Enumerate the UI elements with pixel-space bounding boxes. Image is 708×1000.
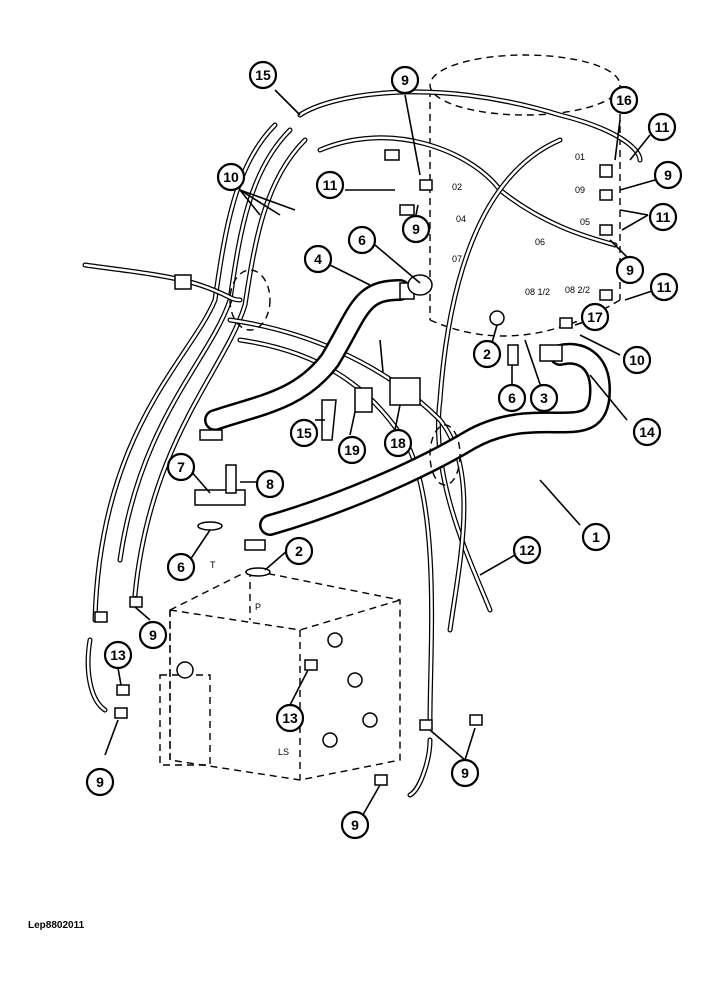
figure-reference: Lep8802011 [28, 920, 85, 931]
svg-text:9: 9 [351, 817, 359, 833]
svg-text:3: 3 [540, 390, 548, 406]
svg-text:10: 10 [223, 169, 239, 185]
port-06: 06 [535, 237, 545, 247]
callout-1: 1 [581, 522, 611, 552]
callout-15-top: 15 [248, 60, 278, 90]
svg-text:12: 12 [519, 542, 535, 558]
callout-9-f: 9 [85, 767, 115, 797]
svg-text:11: 11 [656, 209, 671, 225]
port-labels: 01 02 04 05 06 07 08 1/2 08 2/2 09 P T L… [210, 152, 590, 757]
svg-text:10: 10 [629, 352, 645, 368]
svg-text:9: 9 [401, 72, 409, 88]
callout-9-top: 9 [390, 65, 420, 95]
svg-text:9: 9 [96, 774, 104, 790]
port-05: 05 [580, 217, 590, 227]
pipe-left [82, 262, 384, 373]
svg-text:19: 19 [344, 442, 360, 458]
svg-text:6: 6 [177, 559, 185, 575]
svg-text:2: 2 [483, 346, 491, 362]
callout-6-b: 6 [166, 552, 196, 582]
svg-text:15: 15 [255, 67, 271, 83]
svg-text:17: 17 [587, 309, 603, 325]
clamp-ring [229, 269, 461, 486]
svg-text:14: 14 [639, 424, 655, 440]
svg-text:11: 11 [655, 119, 670, 135]
callout-15-mid: 15 [289, 418, 319, 448]
callout-11-a: 11 [315, 170, 345, 200]
svg-text:16: 16 [616, 92, 632, 108]
callout-2-a: 2 [472, 339, 502, 369]
callout-3: 3 [529, 383, 559, 413]
callout-11-c: 11 [648, 202, 678, 232]
suction-hose-large [259, 342, 612, 536]
svg-text:11: 11 [323, 177, 338, 193]
callout-9-c: 9 [653, 160, 683, 190]
callout-6-a: 6 [347, 225, 377, 255]
svg-text:9: 9 [149, 627, 157, 643]
callout-9-b: 9 [401, 214, 431, 244]
callout-12: 12 [512, 535, 542, 565]
callout-9-e: 9 [138, 620, 168, 650]
callout-7: 7 [166, 452, 196, 482]
callout-13-b: 13 [275, 703, 305, 733]
callout-11-d: 11 [649, 272, 679, 302]
port-09: 09 [575, 185, 585, 195]
port-p: P [255, 602, 261, 612]
svg-text:13: 13 [282, 710, 298, 726]
callout-8: 8 [255, 469, 285, 499]
svg-text:11: 11 [657, 279, 672, 295]
svg-text:9: 9 [461, 765, 469, 781]
port-07: 07 [452, 254, 462, 264]
svg-text:15: 15 [296, 425, 312, 441]
callout-5: 4 [303, 244, 333, 274]
svg-text:7: 7 [177, 459, 185, 475]
callout-9-g: 9 [450, 758, 480, 788]
svg-text:9: 9 [664, 167, 672, 183]
svg-text:9: 9 [412, 221, 420, 237]
hose-bundle [85, 89, 643, 798]
callout-2-b: 2 [284, 536, 314, 566]
callout-18: 18 [383, 428, 413, 458]
svg-text:4: 4 [314, 251, 322, 267]
callout-9-h: 9 [340, 810, 370, 840]
port-ls: LS [278, 747, 289, 757]
svg-text:18: 18 [390, 435, 406, 451]
svg-text:13: 13 [110, 647, 126, 663]
hose-5 [204, 279, 411, 431]
port-t: T [210, 560, 216, 570]
svg-text:1: 1 [592, 529, 600, 545]
callout-19: 19 [337, 435, 367, 465]
port-08-1-2: 08 1/2 [525, 287, 550, 297]
callout-13-a: 13 [103, 640, 133, 670]
callout-16: 16 [609, 85, 639, 115]
leader-lines [104, 89, 656, 821]
callout-14: 14 [632, 417, 662, 447]
port-02: 02 [452, 182, 462, 192]
svg-text:9: 9 [626, 262, 634, 278]
callout-10-right: 10 [622, 345, 652, 375]
fitting [94, 149, 613, 786]
port-08-2-2: 08 2/2 [565, 285, 590, 295]
callout-4: 6 [497, 383, 527, 413]
port-01: 01 [575, 152, 585, 162]
callout-11-b: 11 [647, 112, 677, 142]
svg-text:2: 2 [295, 543, 303, 559]
callout-9-d: 9 [615, 255, 645, 285]
port-04: 04 [456, 214, 466, 224]
callout-10-left: 10 [216, 162, 246, 192]
svg-text:8: 8 [266, 476, 274, 492]
svg-text:6: 6 [358, 232, 366, 248]
callout-17: 17 [580, 302, 610, 332]
svg-text:6: 6 [508, 390, 516, 406]
